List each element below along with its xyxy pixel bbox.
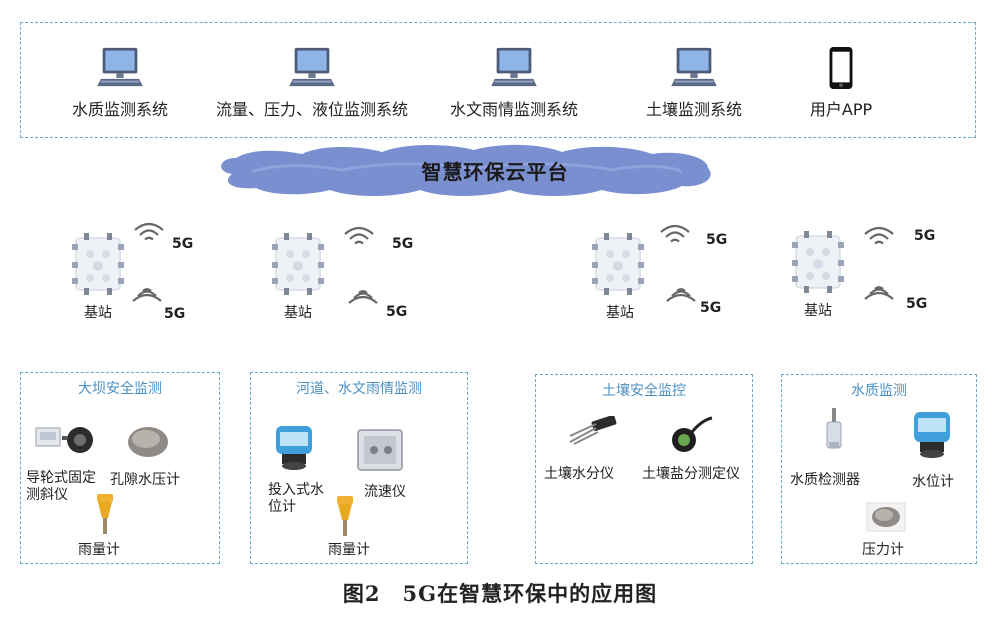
group-title: 水质监测 [851, 383, 907, 399]
group-water-quality [781, 374, 977, 564]
signal-5g-label: 5G [906, 296, 928, 312]
signal-5g-label: 5G [914, 228, 936, 244]
wifi-signal-icon [862, 284, 896, 310]
wifi-signal-icon [862, 222, 896, 248]
base-station-icon [790, 230, 846, 294]
base-station-icon [70, 232, 126, 296]
device-submersible-level-label: 投入式水位计 [268, 482, 324, 515]
signal-5g-label: 5G [392, 236, 414, 252]
wifi-signal-icon [130, 286, 164, 312]
device-water-level-label: 水位计 [912, 474, 954, 490]
group-title: 河道、水文雨情监测 [296, 381, 422, 397]
base-station-label: 基站 [804, 303, 832, 319]
signal-5g-label: 5G [172, 236, 194, 252]
computer-icon [671, 46, 717, 88]
base-station-icon [270, 232, 326, 296]
figure-caption: 图2 5G在智慧环保中的应用图 [342, 581, 658, 606]
system-user-app: 用户APP [798, 46, 884, 120]
water-level-meter-icon [914, 412, 950, 458]
signal-5g-label: 5G [164, 306, 186, 322]
soil-moisture-meter-icon [569, 416, 617, 445]
cloud-icon [221, 144, 711, 196]
system-label: 流量、压力、液位监测系统 [215, 100, 408, 119]
group-title: 大坝安全监测 [78, 381, 162, 397]
computer-icon [97, 46, 143, 88]
pressure-gauge-icon [866, 502, 906, 532]
signal-5g-label: 5G [386, 304, 408, 320]
system-label: 水文雨情监测系统 [449, 100, 578, 119]
device-inclinometer-label: 导轮式固定测斜仪 [26, 470, 96, 503]
systems-panel [20, 22, 976, 138]
device-water-quality-detector-label: 水质检测器 [790, 472, 860, 488]
device-pore-pressure-label: 孔隙水压计 [110, 472, 180, 488]
submersible-level-meter-icon [276, 426, 312, 470]
signal-5g-label: 5G [700, 300, 722, 316]
wifi-signal-icon [658, 220, 692, 246]
wifi-signal-icon [664, 286, 698, 312]
system-soil: 土壤监测系统 [632, 46, 756, 120]
system-label: 水质监测系统 [71, 100, 168, 119]
group-river-hydrology [250, 372, 468, 564]
device-rain-gauge-label: 雨量计 [328, 542, 370, 558]
base-station-label: 基站 [284, 305, 312, 321]
device-rain-gauge-label: 雨量计 [78, 542, 120, 558]
group-dam-safety [20, 372, 220, 564]
smartphone-icon [828, 46, 854, 90]
group-title: 土壤安全监控 [602, 383, 686, 399]
water-quality-detector-icon [826, 408, 842, 449]
device-soil-moisture-label: 土壤水分仪 [544, 466, 614, 482]
base-station-icon [590, 232, 646, 296]
device-pressure-gauge-label: 压力计 [862, 542, 904, 558]
device-soil-salinity-label: 土壤盐分测定仪 [642, 466, 740, 482]
system-label: 用户APP [809, 100, 873, 119]
inclinometer-icon [35, 427, 93, 453]
base-station-label: 基站 [606, 305, 634, 321]
base-station-label: 基站 [84, 305, 112, 321]
computer-icon [289, 46, 335, 88]
signal-5g-label: 5G [706, 232, 728, 248]
rain-gauge-icon [97, 494, 113, 534]
soil-salinity-meter-icon [672, 416, 713, 452]
cloud-platform-label: 智慧环保云平台 [421, 160, 569, 184]
computer-icon [491, 46, 537, 88]
pore-pressure-gauge-icon [128, 427, 168, 457]
wifi-signal-icon [346, 288, 380, 314]
current-meter-icon [357, 429, 403, 471]
system-hydrology-rain: 水文雨情监测系统 [436, 46, 592, 120]
system-label: 土壤监测系统 [645, 100, 742, 119]
system-water-quality: 水质监测系统 [60, 46, 180, 120]
wifi-signal-icon [132, 218, 166, 244]
wifi-signal-icon [342, 222, 376, 248]
group-soil-safety [535, 374, 753, 564]
system-flow-pressure-level: 流量、压力、液位监测系统 [196, 46, 428, 120]
rain-gauge-icon [337, 496, 353, 536]
device-current-meter-label: 流速仪 [364, 484, 406, 500]
